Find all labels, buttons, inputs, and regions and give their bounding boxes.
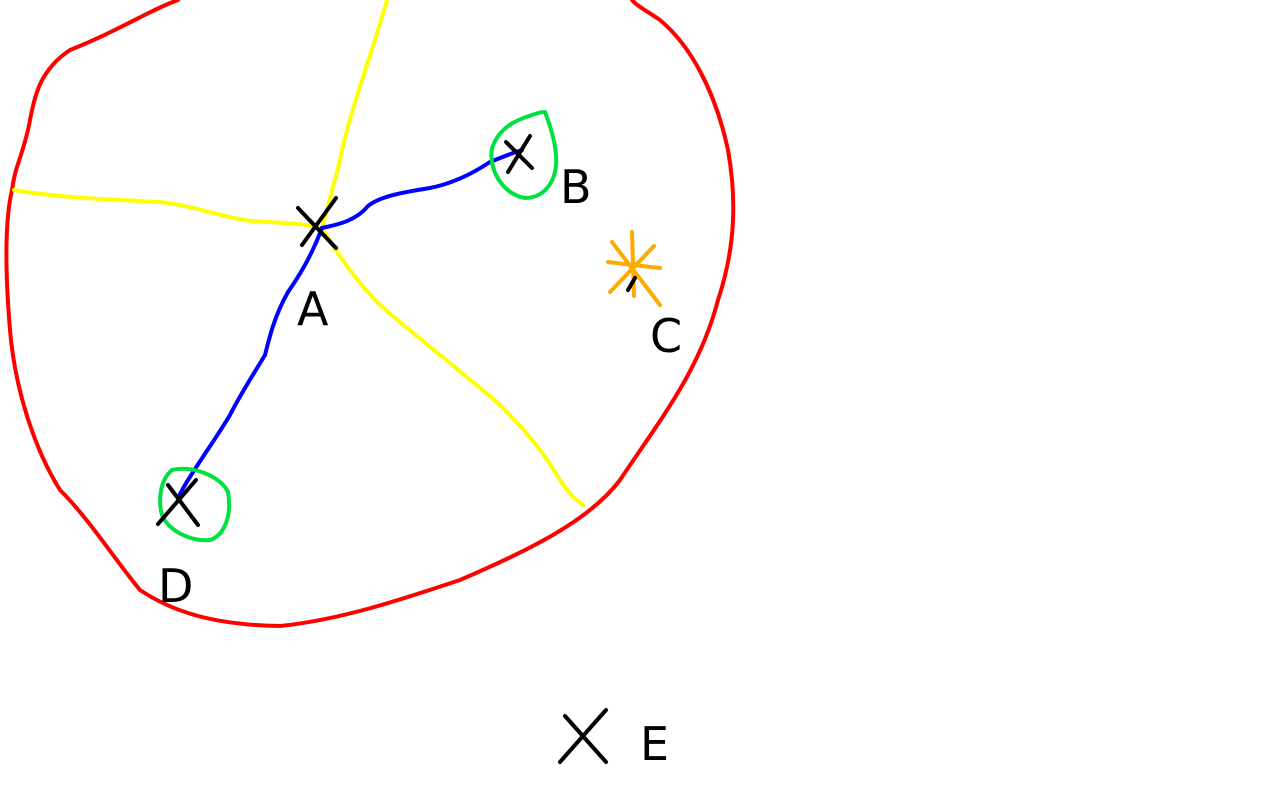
point-a: A <box>296 196 338 336</box>
point-d: D <box>156 478 200 613</box>
star-icon <box>606 230 662 307</box>
divider-line-left <box>12 188 324 230</box>
highlight-circle-d <box>158 466 231 543</box>
point-b-label: B <box>560 160 592 214</box>
point-d-label: D <box>158 559 193 613</box>
path-a-to-d <box>176 226 324 500</box>
highlight-circle-b <box>489 110 559 201</box>
star-ink-mark <box>626 276 637 292</box>
cross-icon <box>156 478 200 527</box>
point-e: E <box>558 708 669 771</box>
point-b: B <box>504 134 592 214</box>
cross-icon <box>296 196 338 250</box>
boundary-curve <box>4 0 736 628</box>
point-e-label: E <box>640 717 669 771</box>
divider-line-top <box>320 0 389 230</box>
point-c-label: C <box>650 309 682 363</box>
cross-icon <box>558 708 608 764</box>
path-a-to-b <box>320 148 524 230</box>
point-c: C <box>606 230 682 363</box>
point-a-label: A <box>297 282 329 336</box>
cross-icon <box>504 134 534 174</box>
divider-line-lower-right <box>320 226 585 507</box>
